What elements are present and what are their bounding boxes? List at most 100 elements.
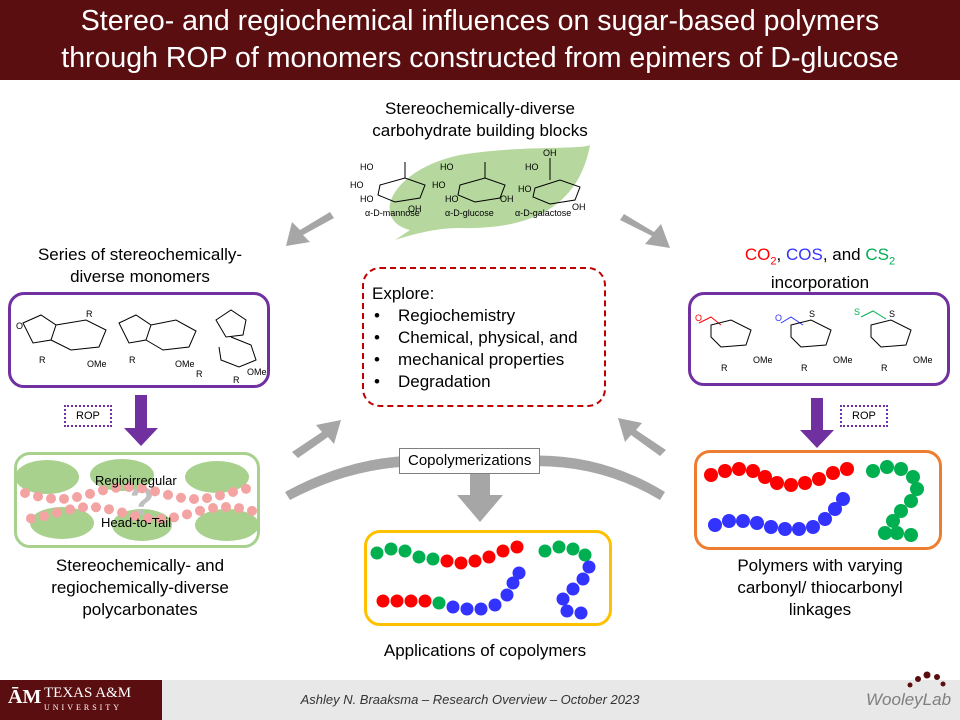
copolymer-bead — [510, 540, 524, 554]
rop-label-right: ROP — [840, 405, 888, 427]
mol-label-ho: HO — [525, 162, 539, 172]
mol-label-r: R — [129, 355, 136, 365]
mol-label-oh: OH — [572, 202, 586, 212]
mol-label-ho: HO — [360, 194, 374, 204]
copolymer-bead — [560, 604, 574, 618]
mol-label-r: R — [801, 363, 808, 373]
polymer-bead — [52, 507, 62, 518]
head-to-tail-label: Head-to-Tail — [101, 515, 172, 530]
arrow-down-left — [124, 395, 158, 446]
copolymer-bead — [482, 550, 496, 564]
right-caption-line-1: Polymers with varying — [737, 556, 903, 575]
co2-label: CO2 — [744, 245, 777, 268]
polymer-bead — [806, 520, 820, 534]
left-heading-line-1: Series of stereochemically- — [37, 245, 243, 264]
copolymer-illustration — [370, 540, 596, 620]
polymer-bead — [46, 493, 56, 504]
copolymer-bead — [556, 592, 570, 606]
polymer-bead — [764, 520, 778, 534]
copolymer-bead — [582, 560, 596, 574]
copolymer-bead — [454, 556, 468, 570]
polymer-bead — [798, 476, 812, 490]
polymer-bead — [894, 462, 908, 476]
polymer-bead — [826, 466, 840, 480]
copolymer-bead — [552, 540, 566, 554]
polymer-bead — [150, 486, 160, 497]
left-heading-line-2: diverse monomers — [70, 267, 210, 286]
polymer-bead — [221, 502, 231, 513]
rop-label-left: ROP — [64, 405, 112, 427]
polymer-bead — [247, 505, 257, 516]
polymer-bead — [33, 491, 43, 502]
arrow-down-center — [457, 470, 503, 522]
copolymer-bead — [496, 544, 510, 558]
polycarbonate-illustration: ? — [17, 459, 257, 541]
copolymer-bead — [574, 606, 588, 620]
left-caption-line-1: Stereochemically- and — [55, 556, 225, 575]
polymer-bead — [722, 514, 736, 528]
copolymer-bead — [488, 598, 502, 612]
mol-label-ome: OMe — [913, 355, 933, 365]
polymer-bead — [91, 502, 101, 513]
copolymer-bead — [440, 554, 454, 568]
copolymerizations-label: Copolymerizations — [399, 448, 541, 474]
polymer-bead — [878, 526, 892, 540]
copolymer-bead — [460, 602, 474, 616]
copolymer-bead — [474, 602, 488, 616]
polymer-bead — [26, 513, 36, 524]
cos-label: COS — [785, 245, 823, 264]
regioirregular-label: Regioirregular — [95, 473, 177, 488]
polymer-bead — [228, 486, 238, 497]
mol-label-r: R — [196, 369, 203, 379]
polymer-bead — [704, 468, 718, 482]
thio-monomer-structures: O O S S S R OMe R OMe R OMe — [695, 307, 933, 373]
polymer-bead — [137, 483, 147, 494]
copolymer-bead — [404, 594, 418, 608]
polymer-bead — [78, 502, 88, 513]
mol-label-ome: OMe — [833, 355, 853, 365]
explore-item: Regiochemistry — [372, 305, 604, 327]
polymer-bead — [20, 488, 30, 498]
copolymer-bead — [512, 566, 526, 580]
right-polymer-box — [694, 450, 942, 550]
polymer-bead — [65, 504, 75, 515]
polymer-bead — [72, 492, 82, 503]
right-caption-line-3: linkages — [788, 600, 852, 619]
arrow-mid-left — [292, 420, 341, 458]
mol-label-s: S — [809, 309, 815, 319]
footer-credit: Ashley N. Braaksma – Research Overview –… — [300, 692, 640, 707]
polymer-bead — [732, 462, 746, 476]
polymer-bead — [202, 493, 212, 504]
monomer-structures: O R R OMe R OMe R R OMe — [16, 309, 267, 385]
polymer-bead — [208, 503, 218, 514]
tamu-logo: ĀM TEXAS A&M UNIVERSITY — [0, 680, 162, 720]
copolymer-bead — [384, 542, 398, 556]
sugar-structures: HO HO HO OH HO HO HO OH OH HO HO OH α-D-… — [350, 145, 590, 240]
cs2-label: CS2 — [865, 245, 896, 268]
mol-label-ho: HO — [432, 180, 446, 190]
polymer-bead — [828, 502, 842, 516]
left-caption-line-3: polycarbonates — [82, 600, 198, 619]
polymer-bead — [189, 493, 199, 504]
mol-label-r: R — [881, 363, 888, 373]
explore-box: Explore: Regiochemistry Chemical, physic… — [362, 267, 606, 407]
copolymer-bead — [566, 582, 580, 596]
top-heading-line-1: Stereochemically-diverse — [385, 99, 575, 118]
slide-title: Stereo- and regiochemical influences on … — [0, 0, 960, 80]
mol-label-ho: HO — [360, 162, 374, 172]
right-bottom-caption: Polymers with varying carbonyl/ thiocarb… — [690, 555, 950, 621]
mol-label-r: R — [721, 363, 728, 373]
wooleylab-logo: WooleyLab — [866, 690, 952, 709]
polymer-bead — [111, 482, 121, 493]
copolymer-bead — [506, 576, 520, 590]
polymer-bead — [176, 492, 186, 503]
copolymer-bead — [566, 542, 580, 556]
mol-label-o: O — [16, 321, 23, 331]
mol-label-o: O — [695, 313, 702, 323]
mol-label-ome: OMe — [753, 355, 773, 365]
galactose-ring — [532, 179, 581, 205]
polymer-bead — [904, 494, 918, 508]
right-monomer-box: O O S S S R OMe R OMe R OMe — [688, 292, 950, 386]
polymer-bead — [117, 507, 127, 518]
explore-item-continued: mechanical properties — [372, 349, 604, 371]
